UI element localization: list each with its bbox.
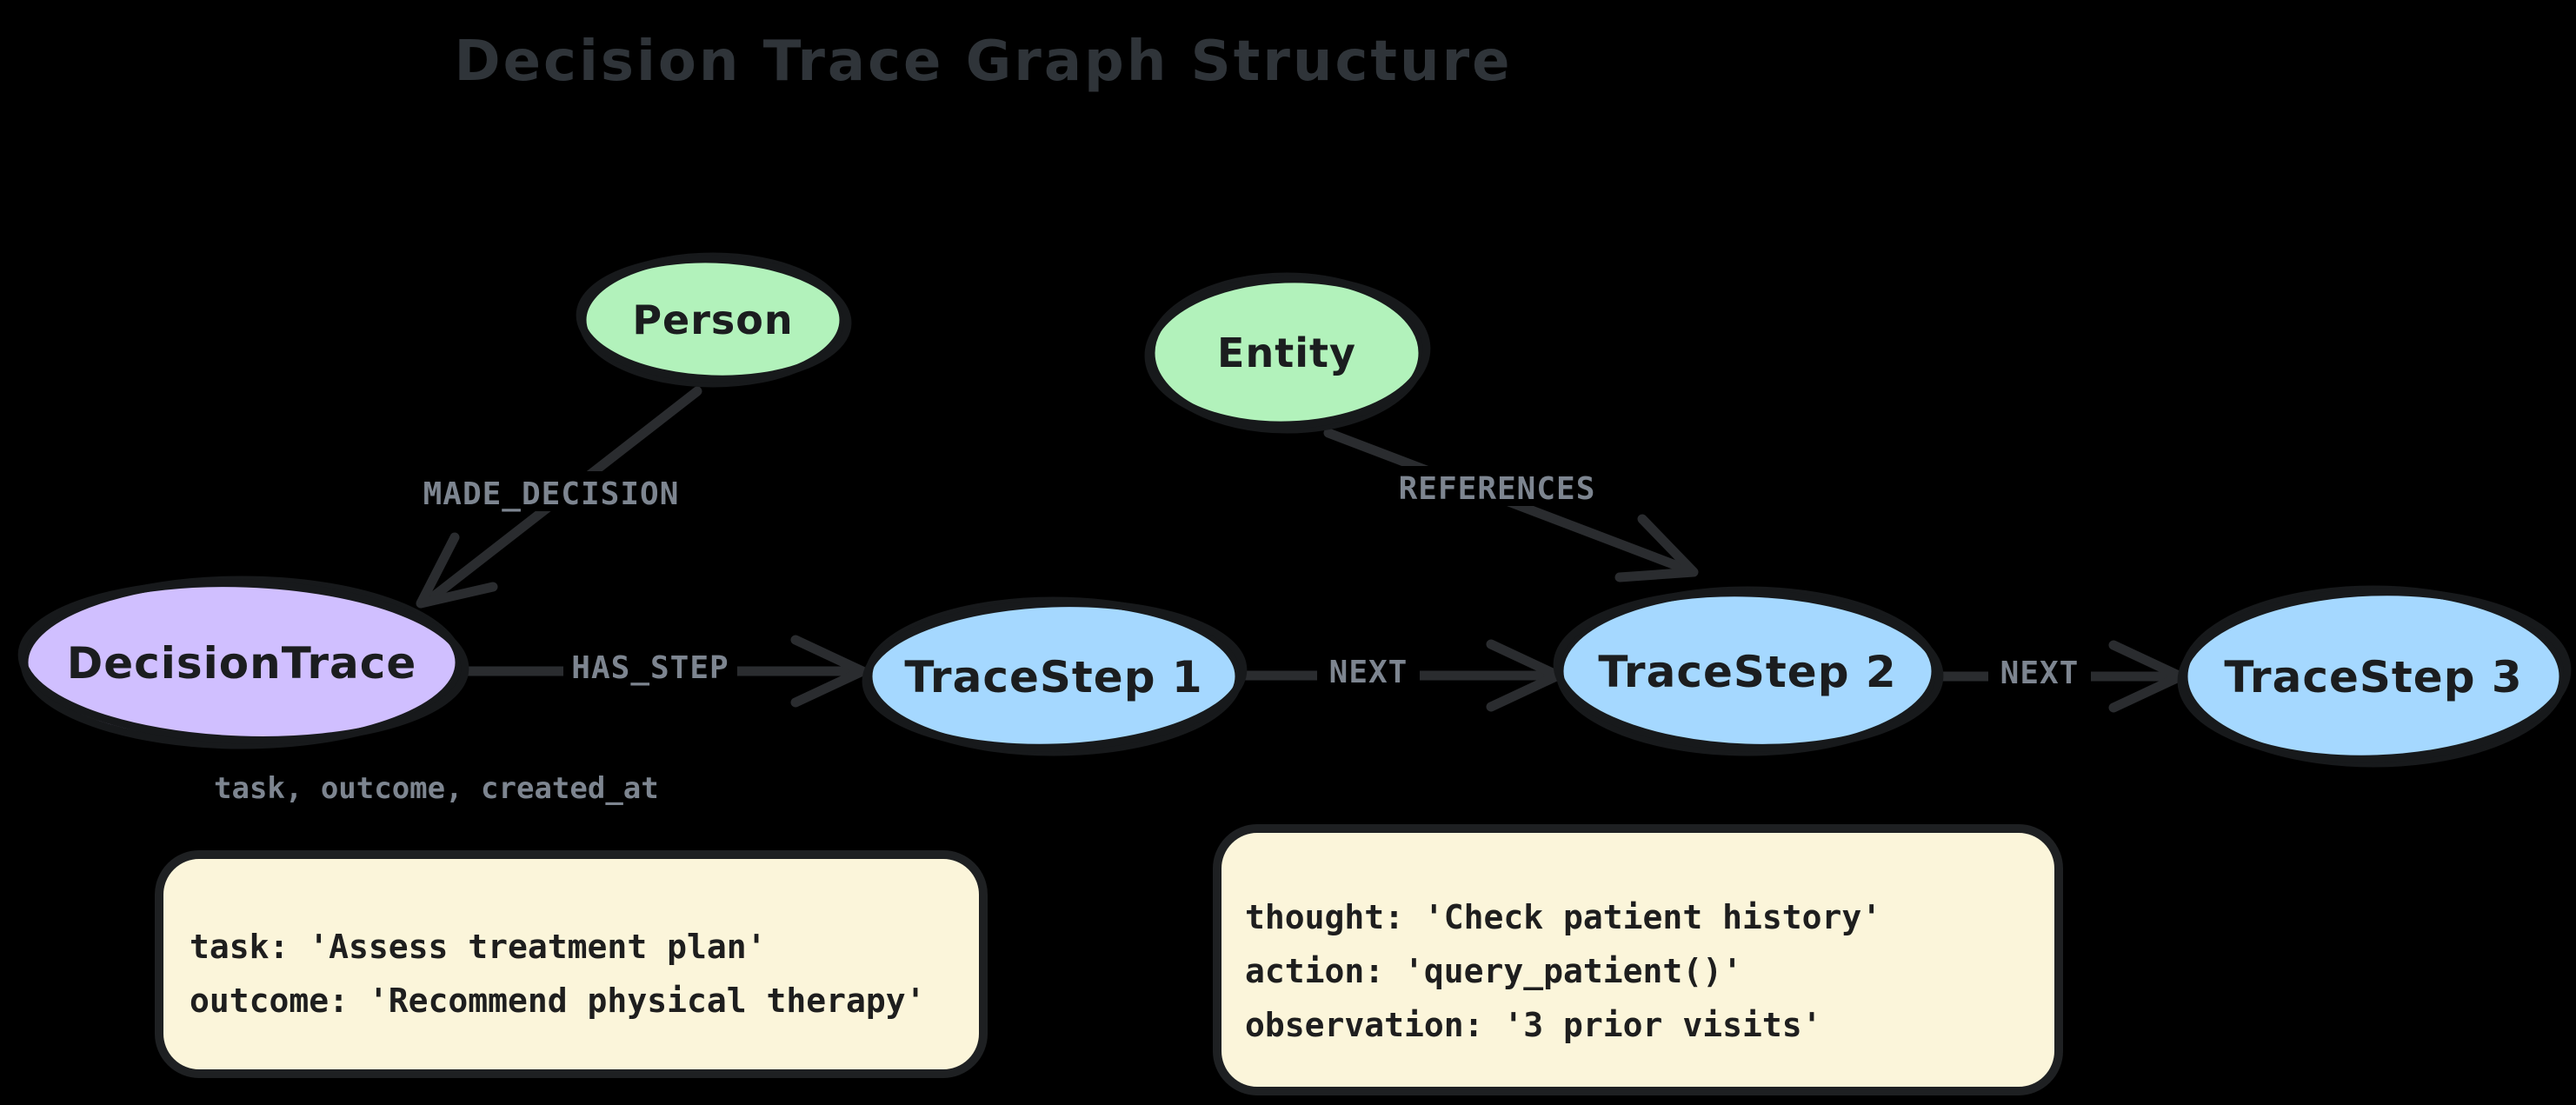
note-line: outcome: 'Recommend physical therapy' xyxy=(190,982,925,1020)
edge-has-step: HAS_STEP xyxy=(459,635,868,708)
edge-references: REFERENCES xyxy=(1323,428,1699,582)
edge-label-made-decision: MADE_DECISION xyxy=(423,476,680,512)
node-person-shape xyxy=(582,256,843,383)
note-trace-step-2-box xyxy=(1213,824,2063,1095)
edge-label-bg xyxy=(417,471,687,511)
node-decision-trace-shape xyxy=(24,580,459,745)
node-trace-step-3: TraceStep 3 xyxy=(2177,585,2572,768)
node-trace-step-2: TraceStep 2 xyxy=(1553,586,1944,756)
node-person-outline-sketch xyxy=(576,255,852,383)
arrowhead-made-decision xyxy=(416,532,498,609)
node-trace-step-2-shape xyxy=(1560,590,1935,752)
note-line: observation: '3 prior visits' xyxy=(1245,1006,1821,1044)
note-line: task: 'Assess treatment plan' xyxy=(190,928,766,966)
node-entity-shape xyxy=(1151,276,1422,429)
edge-label-bg xyxy=(1988,650,2091,690)
node-trace-step-3-label: TraceStep 3 xyxy=(2224,652,2522,702)
node-decision-trace-label: DecisionTrace xyxy=(67,638,417,689)
arrowhead-next-1 xyxy=(1486,639,1563,712)
arrowhead-references xyxy=(1614,514,1699,582)
node-person: Person xyxy=(576,252,852,388)
node-trace-step-1-label: TraceStep 1 xyxy=(904,652,1202,702)
node-decision-trace-outline-sketch xyxy=(17,579,469,744)
node-decision-trace: DecisionTrace xyxy=(17,576,469,749)
edge-label-bg xyxy=(563,645,737,685)
edge-label-next-1: NEXT xyxy=(1329,655,1408,690)
node-trace-step-1-shape xyxy=(869,601,1239,752)
node-trace-step-3-shape xyxy=(2184,589,2563,763)
edge-label-has-step: HAS_STEP xyxy=(571,650,729,686)
node-trace-step-1: TraceStep 1 xyxy=(862,596,1248,756)
arrowhead-next-2 xyxy=(2108,640,2186,713)
page-title: Decision Trace Graph Structure xyxy=(454,30,1512,94)
decision-trace-properties: task, outcome, created_at xyxy=(214,771,659,806)
node-entity-outline-sketch xyxy=(1144,275,1431,429)
node-entity: Entity xyxy=(1144,272,1431,434)
edge-next-1: NEXT xyxy=(1241,639,1563,712)
edge-label-next-2: NEXT xyxy=(2000,656,2080,691)
node-trace-step-1-outline-sketch xyxy=(862,599,1248,752)
node-trace-step-2-label: TraceStep 2 xyxy=(1598,647,1896,697)
note-decision-trace: task: 'Assess treatment plan' outcome: '… xyxy=(155,850,988,1078)
arrowhead-has-step xyxy=(790,635,868,708)
edge-label-bg xyxy=(1388,466,1606,506)
edge-made-decision: MADE_DECISION xyxy=(416,386,702,609)
node-entity-label: Entity xyxy=(1217,330,1356,376)
node-trace-step-2-outline-sketch xyxy=(1553,589,1944,752)
node-trace-step-3-outline-sketch xyxy=(2177,588,2572,763)
note-decision-trace-box xyxy=(155,850,988,1078)
note-trace-step-2: thought: 'Check patient history' action:… xyxy=(1213,824,2063,1095)
node-person-label: Person xyxy=(632,296,793,343)
note-line: thought: 'Check patient history' xyxy=(1245,898,1881,936)
note-line: action: 'query_patient()' xyxy=(1245,952,1742,990)
edge-next-2: NEXT xyxy=(1934,640,2186,713)
edge-label-references: REFERENCES xyxy=(1399,471,1596,507)
edge-label-bg xyxy=(1317,649,1420,689)
